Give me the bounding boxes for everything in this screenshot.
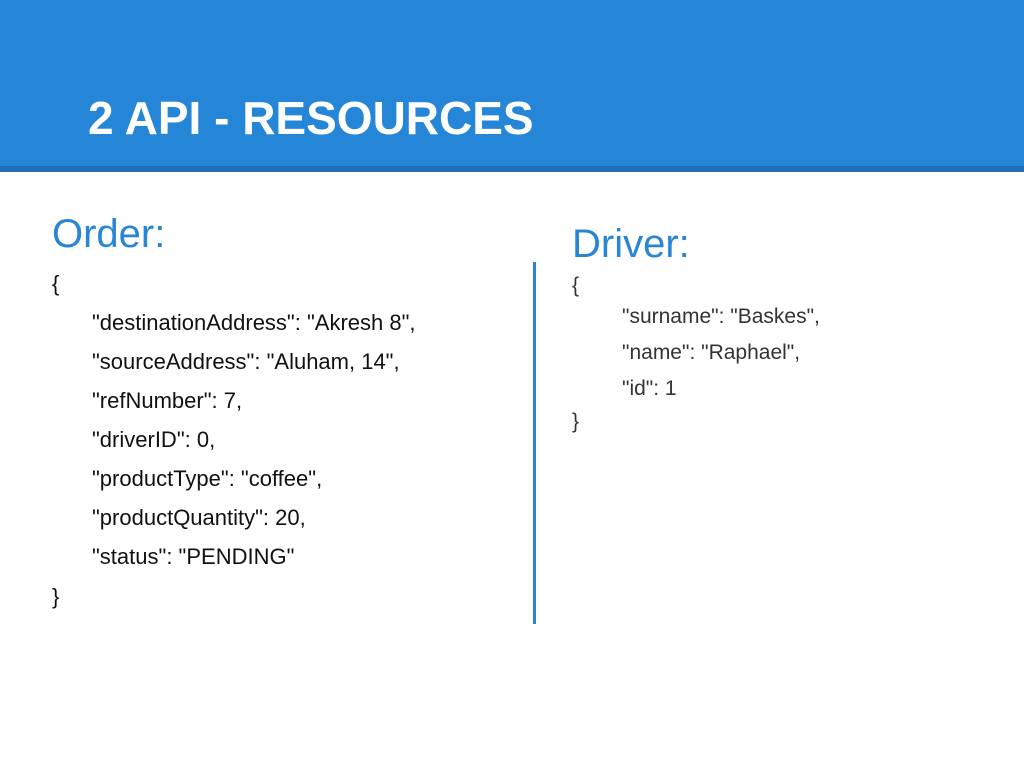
driver-open-brace: {	[572, 274, 580, 297]
column-divider	[533, 262, 536, 624]
order-close-brace: }	[52, 584, 60, 609]
order-line: "productQuantity": 20,	[92, 505, 306, 530]
order-line: "productType": "coffee",	[92, 466, 323, 491]
driver-line: "id": 1	[622, 377, 677, 400]
order-line: "sourceAddress": "Aluham, 14",	[92, 349, 400, 374]
driver-line: "surname": "Baskes",	[622, 305, 820, 328]
slide-title: 2 API - RESOURCES	[88, 92, 534, 144]
order-open-brace: {	[52, 271, 60, 296]
order-line: "status": "PENDING"	[92, 544, 295, 569]
order-heading: Order:	[52, 212, 166, 256]
driver-line: "name": "Raphael",	[622, 341, 801, 364]
title-bar-border	[0, 166, 1024, 172]
driver-heading: Driver:	[572, 222, 690, 266]
order-line: "driverID": 0,	[92, 427, 216, 452]
order-line: "destinationAddress": "Akresh 8",	[92, 310, 416, 335]
order-line: "refNumber": 7,	[92, 388, 243, 413]
title-bar	[0, 0, 1024, 166]
driver-close-brace: }	[572, 410, 580, 433]
